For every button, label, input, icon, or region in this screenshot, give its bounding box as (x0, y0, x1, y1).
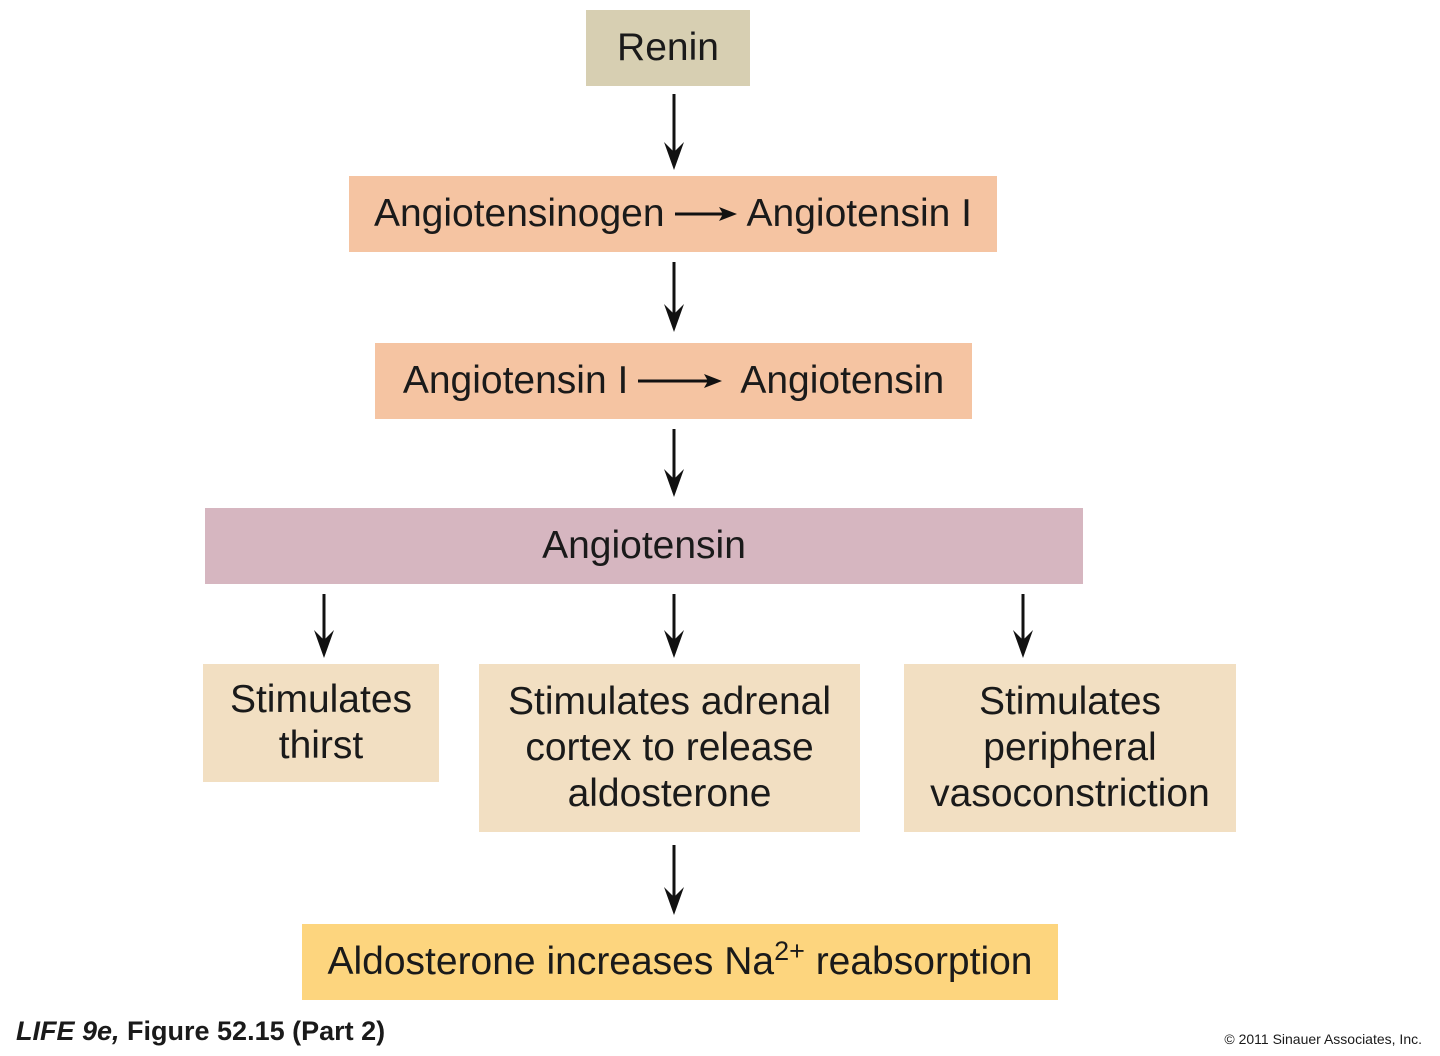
aldosterone-box: Aldosterone increases Na2+ reabsorption (302, 924, 1058, 1000)
figure-caption: LIFE 9e, Figure 52.15 (Part 2) (16, 1016, 385, 1047)
thirst-line-1: Stimulates (229, 678, 413, 721)
book-title: LIFE 9e, (16, 1016, 120, 1046)
vaso-line-1: Stimulates (978, 680, 1162, 723)
copyright-notice: © 2011 Sinauer Associates, Inc. (1224, 1031, 1422, 1047)
adrenal-line-3: aldosterone (567, 772, 772, 815)
product-label: Angiotensin I (746, 192, 973, 235)
angiotensin-i-conversion-box: Angiotensin I Angiotensin (375, 343, 972, 419)
aldosterone-text-end: reabsorption (804, 940, 1033, 983)
down-arrow-icon (664, 594, 684, 658)
down-arrow-icon (664, 845, 684, 915)
renin-box: Renin (586, 10, 750, 86)
reactant-label: Angiotensin I (402, 359, 629, 402)
down-arrow-icon (664, 94, 684, 170)
angiotensin-label: Angiotensin (542, 524, 746, 567)
reaction-row: Angiotensinogen Angiotensin I (374, 191, 972, 237)
reaction-arrow-icon (674, 207, 737, 221)
angiotensinogen-conversion-box: Angiotensinogen Angiotensin I (349, 176, 997, 252)
figure-number: Figure 52.15 (Part 2) (119, 1016, 386, 1046)
adrenal-line-1: Stimulates adrenal (507, 680, 831, 723)
down-arrow-icon (314, 594, 334, 658)
reaction-row: Angiotensin I Angiotensin (403, 358, 944, 404)
vaso-line-2: peripheral (983, 726, 1157, 769)
down-arrow-icon (664, 262, 684, 332)
vaso-line-3: vasoconstriction (930, 772, 1210, 815)
aldosterone-label: Aldosterone increases Na2+ reabsorption (327, 936, 1033, 985)
reactant-label: Angiotensinogen (373, 192, 665, 235)
thirst-box: Stimulates thirst (203, 664, 439, 782)
adrenal-line-2: cortex to release (525, 726, 814, 769)
sodium-charge: 2+ (774, 936, 805, 966)
product-label: Angiotensin (740, 359, 945, 402)
angiotensin-box: Angiotensin (205, 508, 1083, 584)
down-arrow-icon (664, 429, 684, 497)
adrenal-box: Stimulates adrenal cortex to release ald… (479, 664, 860, 832)
down-arrow-icon (1013, 594, 1033, 658)
thirst-line-2: thirst (278, 724, 364, 767)
renin-label: Renin (617, 26, 719, 69)
aldosterone-text: Aldosterone increases Na (327, 940, 775, 983)
reaction-arrow-icon (638, 374, 723, 388)
vasoconstriction-box: Stimulates peripheral vasoconstriction (904, 664, 1236, 832)
